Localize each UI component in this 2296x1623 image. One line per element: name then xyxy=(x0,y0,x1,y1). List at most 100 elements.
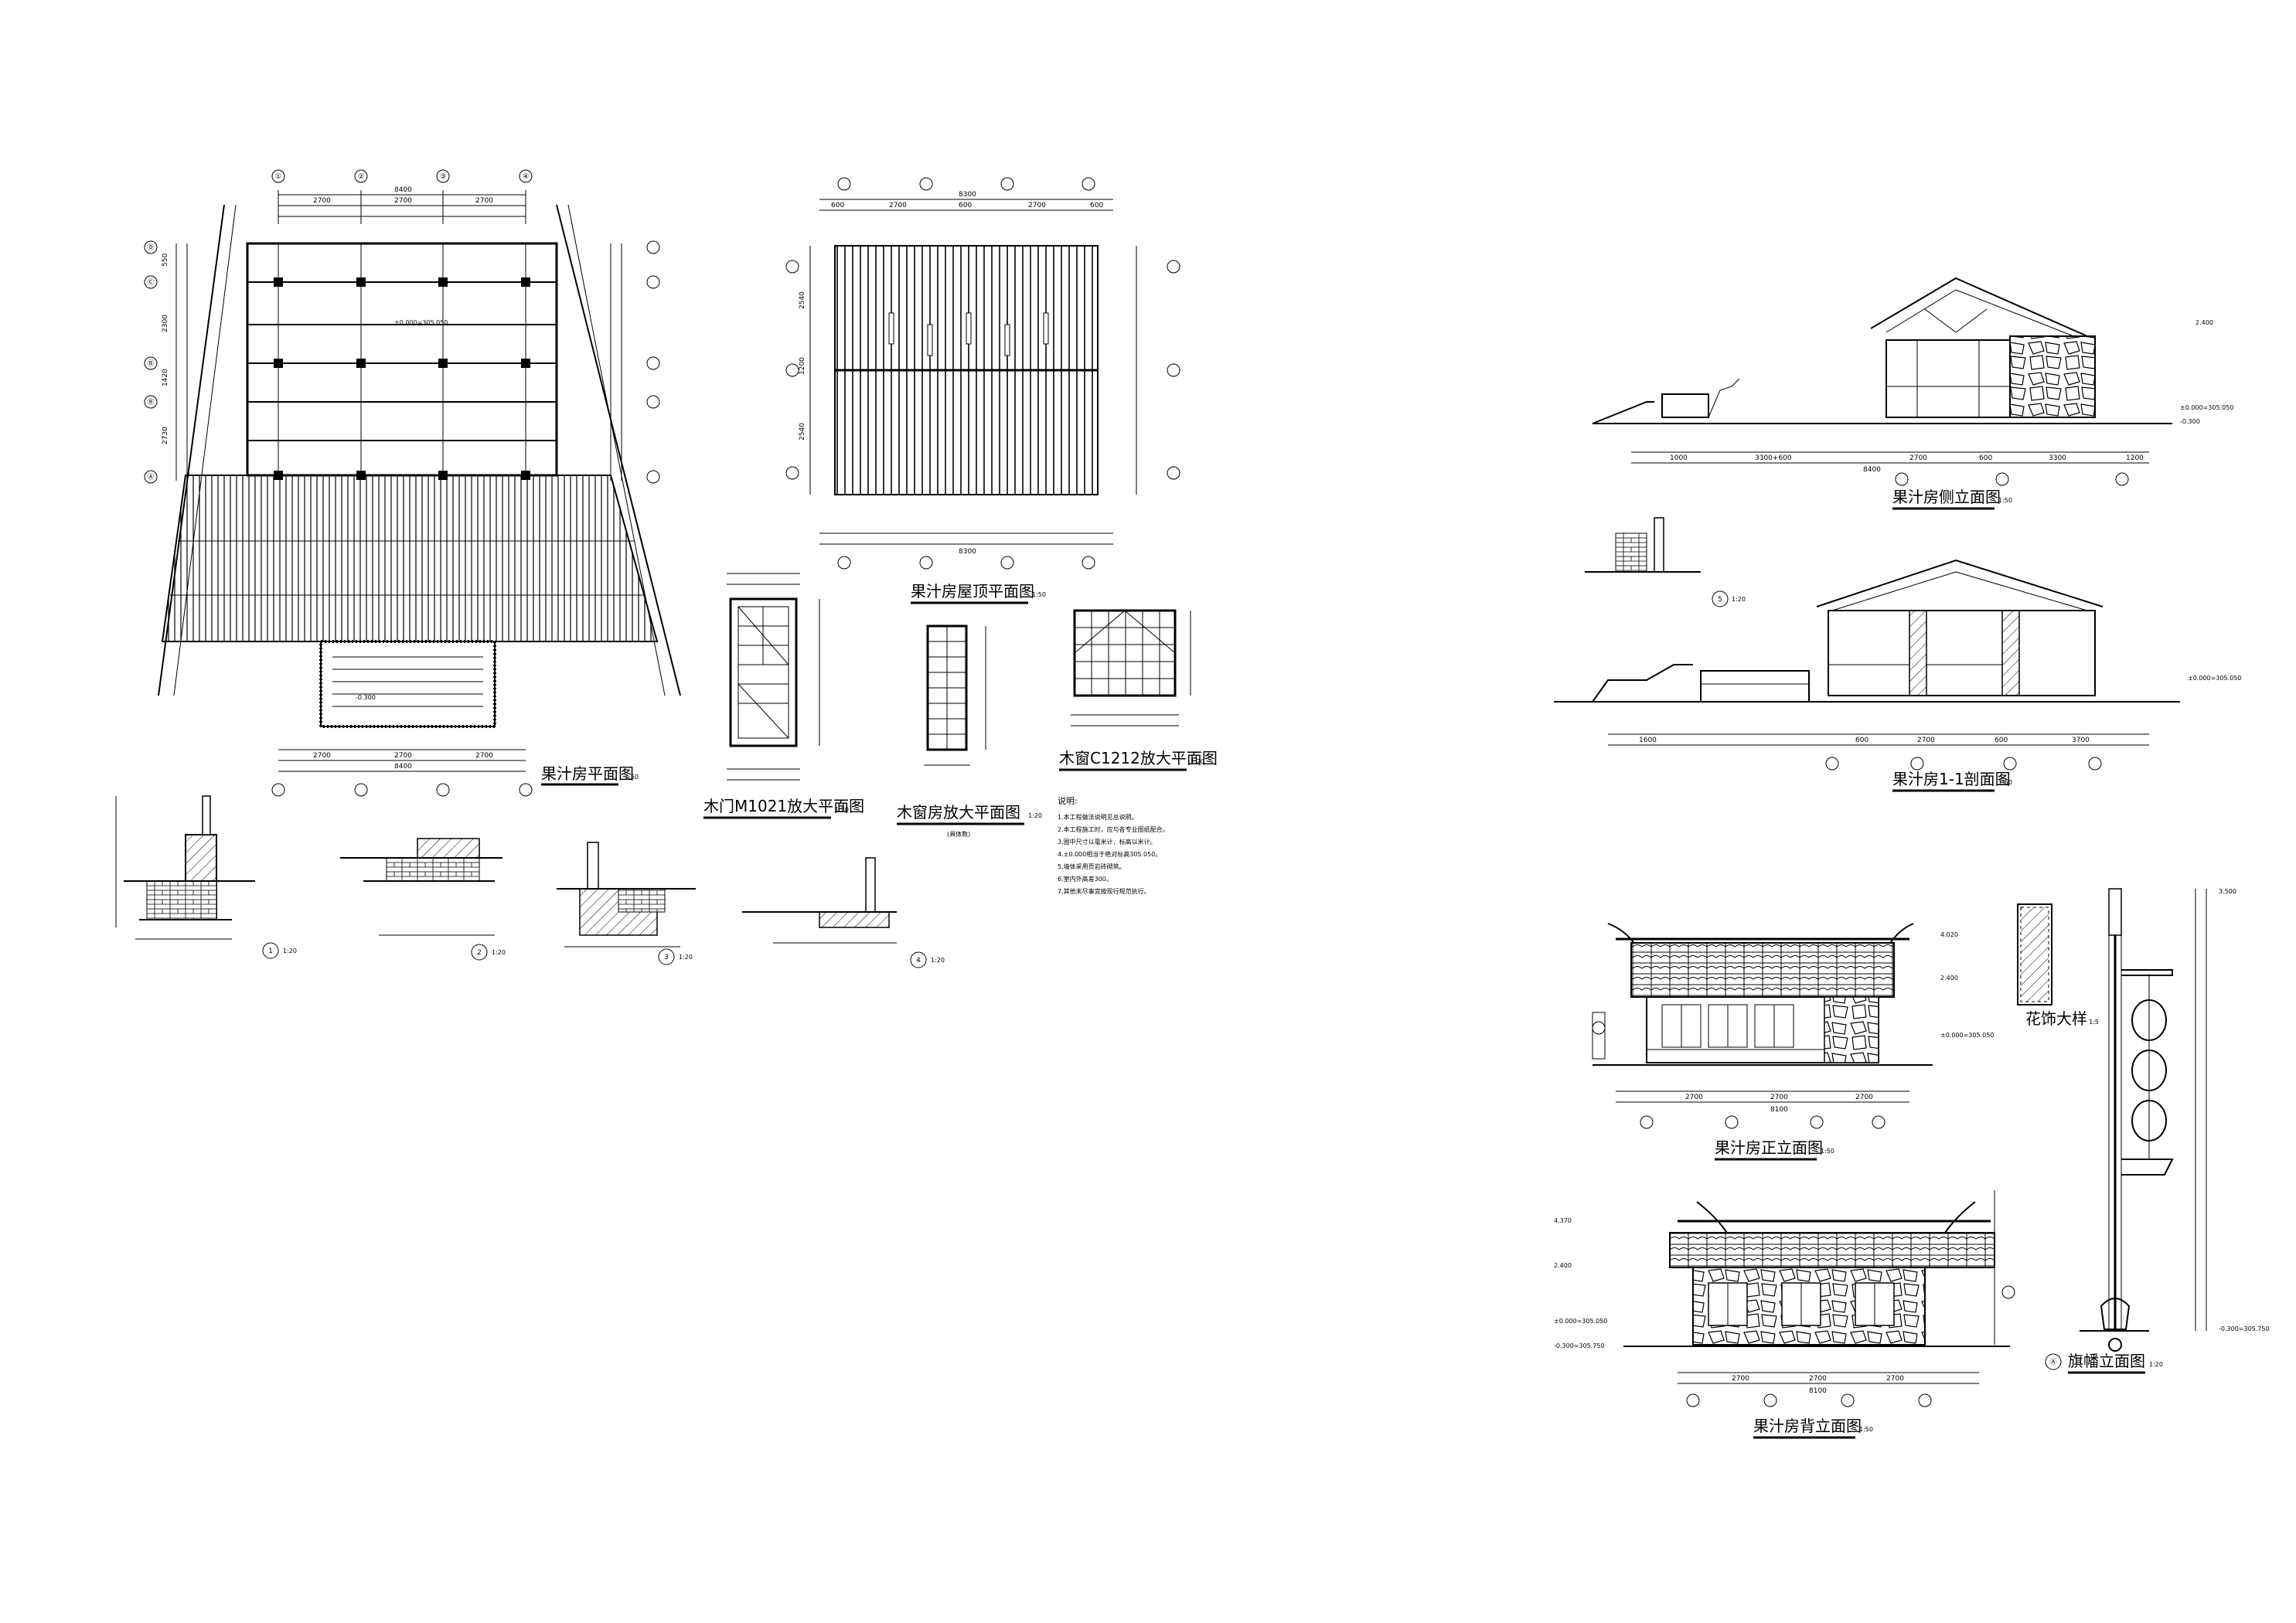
svg-text:Ⓑ: Ⓑ xyxy=(147,398,154,407)
svg-text:1:20: 1:20 xyxy=(492,949,506,956)
svg-text:1:5: 1:5 xyxy=(2089,1019,2099,1026)
svg-text:2.400: 2.400 xyxy=(1940,975,1958,982)
front-roof-tiles xyxy=(1630,942,1895,998)
flower-detail: 花饰大样 1:5 xyxy=(2017,903,2099,1028)
svg-text:1:20: 1:20 xyxy=(283,948,297,954)
svg-text:5.墙体采用页岩砖砌筑。: 5.墙体采用页岩砖砌筑。 xyxy=(1058,863,1126,870)
svg-text:③: ③ xyxy=(440,173,446,181)
svg-text:4.020: 4.020 xyxy=(1940,931,1958,938)
svg-text:600: 600 xyxy=(1855,737,1868,744)
detail-5: 5 1:20 xyxy=(1585,517,1746,607)
dim-plan-top-total: 8400 xyxy=(394,186,412,194)
svg-text:Ⓓ: Ⓓ xyxy=(147,243,154,252)
flag-title: 旗幡立面图 xyxy=(2068,1352,2145,1370)
svg-text:1:20: 1:20 xyxy=(931,957,945,964)
svg-text:2540: 2540 xyxy=(799,423,806,441)
flower-title: 花饰大样 xyxy=(2025,1009,2087,1028)
svg-text:2700: 2700 xyxy=(1909,454,1927,462)
svg-text:-0.300: -0.300 xyxy=(356,694,376,701)
svg-text:2700: 2700 xyxy=(1770,1094,1788,1101)
detail-4: 4 1:20 xyxy=(742,857,945,968)
svg-text:1600: 1600 xyxy=(1639,737,1657,744)
svg-text:±0.000=305.050: ±0.000=305.050 xyxy=(2188,675,2241,682)
plan-terrace-hatch xyxy=(161,475,659,642)
svg-text:2.400: 2.400 xyxy=(1554,1262,1572,1269)
svg-text:1:20: 1:20 xyxy=(1028,812,1042,819)
svg-text:1:20: 1:20 xyxy=(679,954,693,961)
svg-text:2.本工程施工时，应与各专业图纸配合。: 2.本工程施工时，应与各专业图纸配合。 xyxy=(1058,825,1169,833)
svg-text:2700: 2700 xyxy=(1732,1375,1749,1383)
svg-text:2700: 2700 xyxy=(1809,1375,1827,1383)
svg-text:②: ② xyxy=(358,173,364,181)
svg-text:2.400: 2.400 xyxy=(2196,319,2213,326)
svg-text:-0.300=305.750: -0.300=305.750 xyxy=(1554,1342,1605,1349)
roof-axis-sides: 2540 1200 2540 xyxy=(785,246,1180,495)
svg-text:2730: 2730 xyxy=(162,427,169,444)
svg-text:1:50: 1:50 xyxy=(625,774,639,781)
svg-text:2700: 2700 xyxy=(889,202,907,209)
dim-plan-bottom-total: 8400 xyxy=(394,763,412,771)
svg-text:2700: 2700 xyxy=(1685,1094,1703,1101)
svg-text:2: 2 xyxy=(477,949,482,957)
svg-text:2540: 2540 xyxy=(799,291,806,309)
section-title: 果汁房1-1剖面图 xyxy=(1892,770,2011,788)
svg-text:8300: 8300 xyxy=(959,548,976,556)
svg-text:1:20: 1:20 xyxy=(2149,1361,2163,1368)
svg-text:①: ① xyxy=(275,173,281,181)
svg-text:1000: 1000 xyxy=(1670,454,1688,462)
svg-text:Ⓒ: Ⓒ xyxy=(147,278,154,287)
svg-text:-0.300: -0.300 xyxy=(2180,418,2200,425)
front-elev-title: 果汁房正立面图 xyxy=(1715,1138,1823,1157)
dim-plan-top-1: 2700 xyxy=(313,197,331,205)
svg-text:4: 4 xyxy=(916,957,921,965)
svg-text:8100: 8100 xyxy=(1809,1387,1827,1395)
svg-text:1.本工程做法说明见总说明。: 1.本工程做法说明见总说明。 xyxy=(1058,813,1138,821)
svg-text:4.370: 4.370 xyxy=(1554,1217,1572,1224)
window-title: 木窗房放大平面图 xyxy=(897,803,1020,822)
svg-text:1420: 1420 xyxy=(162,369,169,386)
svg-text:3.500: 3.500 xyxy=(2219,888,2236,895)
svg-text:2700: 2700 xyxy=(1855,1094,1873,1101)
roof-axis-top xyxy=(837,177,1095,191)
side-elevation: 1000 3300+600 2700 600 3300 1200 8400 ±0… xyxy=(1592,277,2233,510)
svg-text:1200: 1200 xyxy=(2126,454,2144,462)
dim-plan-top-2: 2700 xyxy=(394,197,412,205)
svg-text:1:20: 1:20 xyxy=(1732,596,1746,603)
door-title: 木门M1021放大平面图 xyxy=(703,797,864,815)
svg-text:Ⓑ: Ⓑ xyxy=(147,359,154,368)
plan-axis-left: ⒹⒸ ⒷⒷ Ⓐ 550 2300 1420 2730 xyxy=(144,240,188,484)
back-elevation: 2700 2700 2700 8100 4.370 2.400 ±0.000=3… xyxy=(1554,1190,2015,1439)
dim-plan-bottom-3: 2700 xyxy=(475,752,493,760)
window-c1212-title: 木窗C1212放大平面图 xyxy=(1059,749,1218,767)
svg-text:Ⓐ: Ⓐ xyxy=(2049,1358,2056,1366)
detail-1: 1 1:20 xyxy=(115,795,297,959)
roof-axis-bottom xyxy=(837,556,1095,570)
svg-text:7.其他未尽事宜按现行规范执行。: 7.其他未尽事宜按现行规范执行。 xyxy=(1058,887,1150,895)
svg-text:600: 600 xyxy=(959,202,972,209)
back-axis xyxy=(1686,1393,1932,1407)
svg-text:1:50: 1:50 xyxy=(1821,1148,1834,1155)
window-detail: 木窗房放大平面图 1:20 (具体数) xyxy=(897,624,1042,838)
roof-plan-title: 果汁房屋顶平面图 xyxy=(911,582,1034,601)
svg-text:-0.300=305.750: -0.300=305.750 xyxy=(2219,1325,2270,1332)
svg-text:±0.000=305.050: ±0.000=305.050 xyxy=(394,319,448,326)
svg-text:5: 5 xyxy=(1718,596,1722,604)
svg-text:1200: 1200 xyxy=(799,357,806,375)
section-axis xyxy=(1825,757,2102,771)
svg-text:±0.000=305.050: ±0.000=305.050 xyxy=(2180,404,2233,411)
svg-text:3: 3 xyxy=(664,954,669,961)
svg-text:3700: 3700 xyxy=(2072,737,2090,744)
svg-text:600: 600 xyxy=(1995,737,2008,744)
svg-text:8100: 8100 xyxy=(1770,1106,1788,1114)
detail-3: 3 1:20 xyxy=(557,842,696,965)
section-1-1: 5 1:20 1600 600 2700 600 3700 ±0.000=305… xyxy=(1554,517,2241,792)
svg-text:4.±0.000相当于绝对标高305.050。: 4.±0.000相当于绝对标高305.050。 xyxy=(1058,850,1161,858)
back-roof-tiles xyxy=(1669,1232,1995,1268)
svg-text:±0.000=305.050: ±0.000=305.050 xyxy=(1940,1032,1994,1039)
svg-text:600: 600 xyxy=(1090,202,1103,209)
svg-text:1:50: 1:50 xyxy=(1859,1426,1873,1433)
svg-text:2700: 2700 xyxy=(1028,202,1046,209)
